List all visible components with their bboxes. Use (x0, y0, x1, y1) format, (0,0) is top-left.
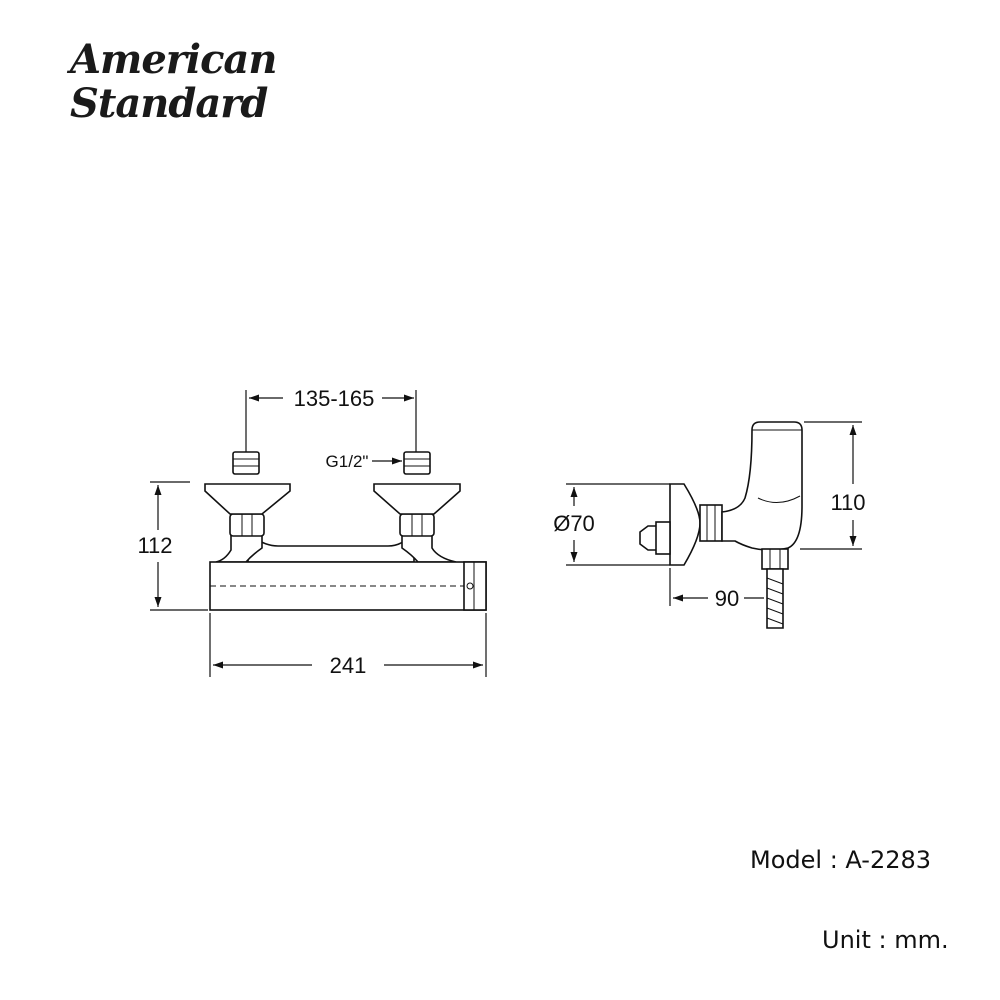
left-inlet-nut (232, 451, 260, 475)
left-flange (204, 483, 291, 515)
diameter-label: Ø70 (553, 511, 595, 536)
brand-logo-line1: American (70, 36, 277, 83)
front-height-label: 112 (137, 533, 172, 558)
side-thermostat-handle (721, 421, 803, 551)
unit-label: Unit : mm. (822, 926, 949, 954)
front-view (204, 451, 487, 611)
temperature-handle (463, 561, 487, 611)
depth-label: 90 (715, 586, 739, 611)
length-label: 241 (330, 653, 367, 678)
right-inlet-nut (403, 451, 431, 475)
side-view (639, 421, 803, 629)
thread-label: G1/2" (326, 452, 369, 471)
right-flange (373, 483, 461, 515)
center-distance-label: 135-165 (294, 386, 375, 411)
side-wall-flange (669, 483, 701, 566)
model-label: Model : A-2283 (750, 846, 932, 874)
body-bridge (247, 529, 415, 563)
side-dimensions (566, 421, 862, 606)
brand-logo-line2: Standard (70, 80, 268, 127)
side-connector (699, 504, 723, 542)
front-dimensions (150, 390, 487, 677)
side-outlet-nut (761, 548, 789, 570)
brand-logo: American Standard (70, 36, 277, 138)
side-height-label: 110 (830, 490, 865, 515)
